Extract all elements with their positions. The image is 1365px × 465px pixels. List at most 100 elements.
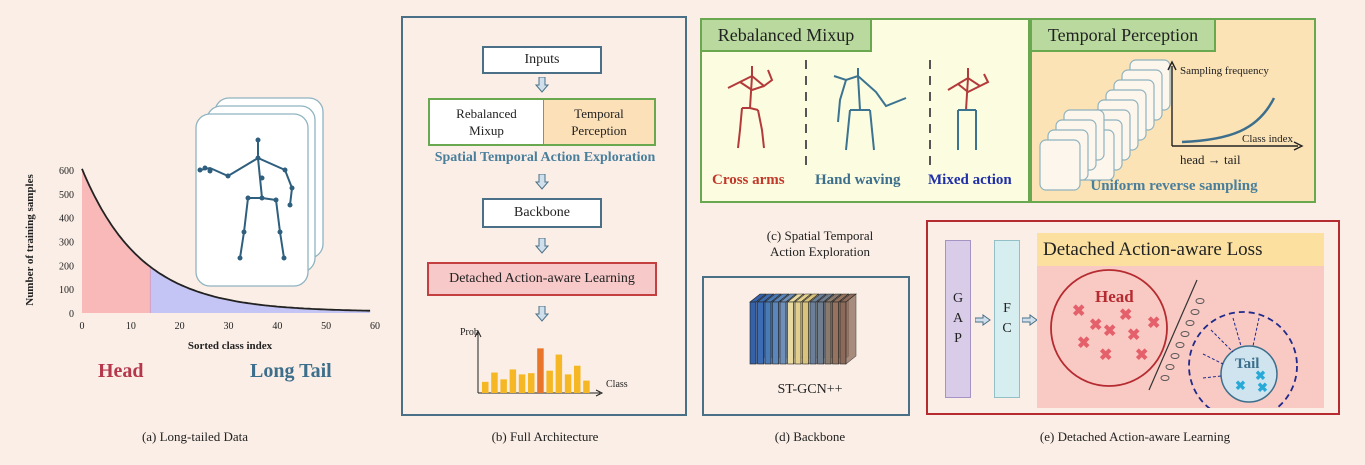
prob-bar: [537, 348, 544, 393]
gap-letter: G: [952, 291, 964, 306]
y-tick-label: 300: [59, 238, 74, 249]
tail-circle-label: Tail: [1235, 356, 1259, 372]
svg-text:✖: ✖: [1099, 347, 1112, 364]
prob-bar: [509, 369, 517, 393]
y-tick-label: 500: [59, 190, 74, 201]
caption-d: (d) Backbone: [774, 429, 846, 444]
gap-letter: P: [954, 331, 962, 346]
y-tick-label: 200: [59, 261, 74, 272]
skeleton-card-stack: [195, 97, 324, 287]
temporal-graphic: Sampling frequency Class index head → ta…: [1039, 59, 1304, 194]
prob-bar: [500, 379, 507, 393]
temporal-line2: Perception: [571, 123, 627, 138]
prob-bar: [518, 374, 526, 393]
mixed-action-figure-icon: [947, 68, 990, 150]
sampling-frequency-label: Sampling frequency: [1180, 65, 1269, 77]
gap-letter: A: [952, 311, 964, 326]
sampling-curve: [1181, 97, 1276, 144]
prob-bar: [528, 373, 535, 393]
x-tick-label: 20: [175, 321, 185, 332]
prob-bar: [491, 372, 498, 393]
tail-sample-marks: ✖✖✖: [1235, 368, 1268, 395]
prob-bar: [574, 365, 581, 393]
caption-a: (a) Long-tailed Data: [141, 429, 249, 444]
arrow-down-icon: [534, 305, 550, 322]
arrow-right-icon: [1021, 313, 1038, 331]
fc-block: F C: [994, 240, 1020, 398]
hand-waving-figure-icon: [833, 68, 907, 151]
exploration-label: Spatial Temporal Action Exploration: [434, 150, 656, 165]
arrow-down-icon: [534, 237, 550, 254]
svg-text:✖: ✖: [1089, 317, 1102, 334]
svg-text:✖: ✖: [1147, 315, 1160, 332]
x-tick-label: 30: [224, 321, 234, 332]
mixup-line2: Mixup: [469, 123, 504, 138]
y-tick-label: 0: [69, 309, 74, 320]
caption-b: (b) Full Architecture: [491, 429, 599, 444]
x-tick-label: 40: [272, 321, 282, 332]
caption-e: (e) Detached Action-aware Learning: [1039, 429, 1231, 444]
arrow-down-icon: [534, 76, 550, 93]
mixed-action-label: Mixed action: [928, 172, 1012, 188]
uniform-reverse-label: Uniform reverse sampling: [1090, 178, 1258, 194]
svg-text:✖: ✖: [1235, 378, 1246, 393]
cross-arms-figure-icon: [727, 66, 774, 149]
svg-text:✖: ✖: [1135, 347, 1148, 364]
tail-region: [150, 266, 371, 313]
push-arrows: [1202, 317, 1260, 379]
prob-bar: [546, 370, 553, 393]
tail-outer-circle: [1188, 311, 1298, 408]
x-tick-label: 60: [370, 321, 380, 332]
gcn-layer: [839, 293, 857, 365]
rebalanced-mixup-cell: Rebalanced Mixup: [430, 100, 544, 144]
head-tail-label: head → tail: [1180, 152, 1241, 167]
class-label: Class: [606, 379, 628, 390]
arrow-down-icon: [534, 173, 550, 190]
loss-title: Detached Action-aware Loss: [1037, 233, 1324, 266]
stgcn-layers-icon: [749, 293, 857, 365]
arrow-right-icon: [974, 313, 991, 331]
prob-bar: [564, 374, 572, 393]
detached-panel: [926, 220, 1340, 415]
temporal-perception-cell: Temporal Perception: [544, 100, 654, 144]
backbone-panel: [702, 276, 910, 416]
mixup-figures: [727, 60, 990, 168]
head-circle: [1050, 269, 1168, 387]
mixup-title: Rebalanced Mixup: [700, 18, 872, 52]
head-circle-label: Head: [1095, 287, 1134, 306]
loss-diagram: Head ✖✖✖ ✖✖✖ ✖✖✖ Tail ✖✖✖: [1050, 269, 1298, 408]
x-tick-label: 50: [321, 321, 331, 332]
cross-arms-label: Cross arms: [712, 172, 785, 188]
prob-bar-chart: Prob Class: [460, 327, 628, 397]
frame-stack-icon: [1039, 59, 1171, 191]
gap-block: G A P: [945, 240, 971, 398]
detached-learning-box: Detached Action-aware Learning: [427, 262, 657, 296]
svg-text:✖: ✖: [1103, 323, 1116, 340]
svg-text:✖: ✖: [1119, 307, 1132, 324]
class-index-label: Class index: [1242, 133, 1294, 145]
prob-bar: [555, 354, 563, 393]
y-tick-label: 600: [59, 166, 74, 177]
fc-letter: C: [1002, 321, 1012, 336]
prob-bar: [583, 380, 590, 393]
svg-text:✖: ✖: [1255, 368, 1266, 383]
fc-letter: F: [1003, 301, 1011, 316]
svg-text:✖: ✖: [1077, 335, 1090, 352]
skeleton-figure-icon: [197, 137, 295, 261]
distribution-curve: [81, 168, 371, 312]
long-tail-label: Long Tail: [250, 360, 332, 382]
head-label: Head: [98, 360, 144, 382]
x-tick-label: 10: [126, 321, 136, 332]
y-tick-label: 100: [59, 285, 74, 296]
caption-c-line2: Action Exploration: [769, 244, 870, 259]
stgcn-label: ST-GCN++: [777, 382, 843, 397]
temporal-line1: Temporal: [574, 106, 624, 121]
hand-waving-label: Hand waving: [815, 172, 901, 188]
backbone-box: Backbone: [482, 198, 602, 228]
x-tick-label: 0: [80, 321, 85, 332]
boundary-sample-marks: [1160, 298, 1205, 381]
mixup-line1: Rebalanced: [456, 106, 517, 121]
y-axis-label: Number of training samples: [24, 174, 36, 306]
